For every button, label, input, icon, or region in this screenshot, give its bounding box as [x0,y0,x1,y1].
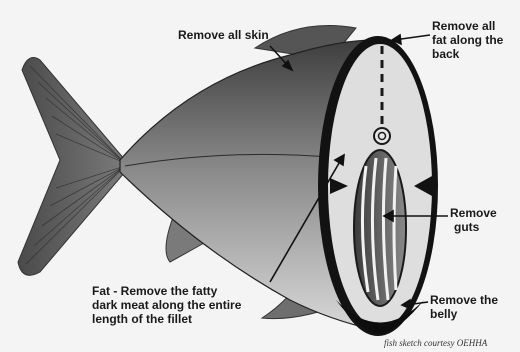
label-guts-line1: Remove [450,206,497,220]
label-remove-belly: Remove the belly [430,293,498,321]
tail-fin [18,58,125,276]
label-remove-skin: Remove all skin [178,28,269,42]
label-guts-line2: guts [450,220,497,234]
label-belly-line2: belly [430,307,498,321]
label-fat-fillet: Fat - Remove the fatty dark meat along t… [92,284,241,326]
label-belly-line1: Remove the [430,293,498,307]
label-remove-guts: Remove guts [450,206,497,234]
image-credit: fish sketch courtesy OEHHA [384,338,487,348]
label-back-fat-line1: Remove all [432,19,503,33]
label-fat-line2: dark meat along the entire [92,298,241,312]
label-fat-line1: Fat - Remove the fatty [92,284,241,298]
spine-vertebra [374,128,390,144]
label-fat-line3: length of the fillet [92,312,241,326]
label-remove-back-fat: Remove all fat along the back [432,19,503,61]
label-back-fat-line2: fat along the [432,33,503,47]
label-back-fat-line3: back [432,47,503,61]
